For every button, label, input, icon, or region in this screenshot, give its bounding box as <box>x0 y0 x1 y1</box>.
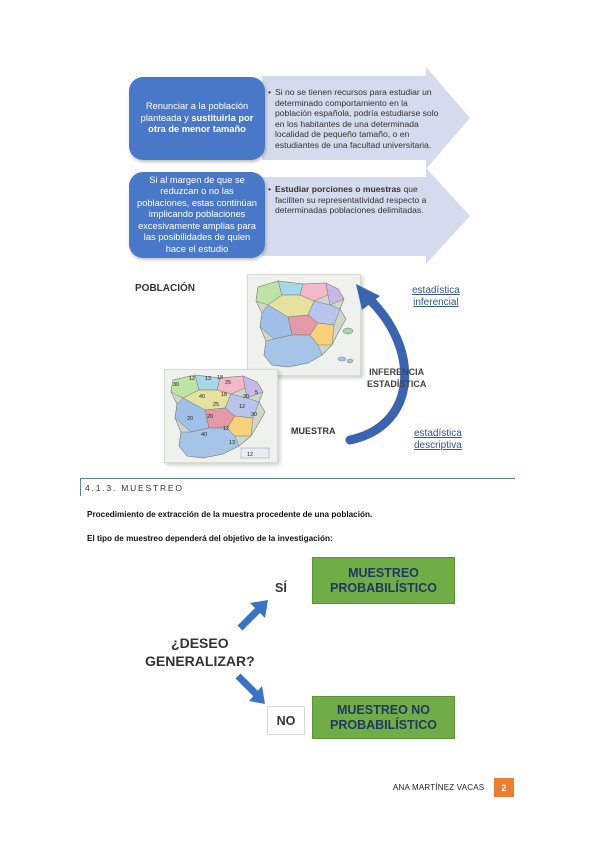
map-region-number: 12 <box>223 426 230 432</box>
bullet-icon: • <box>268 184 272 194</box>
row1-text: Si no se tienen recursos para estudiar u… <box>275 87 439 150</box>
population-map <box>247 274 361 376</box>
question-line1: ¿DESEO <box>171 635 229 651</box>
map-region-number: 18 <box>217 375 224 381</box>
inferencial-line2: inferencial <box>413 297 459 308</box>
yes-label: SÍ <box>275 581 287 595</box>
estadistica-descriptiva-link[interactable]: estadística descriptiva <box>414 428 462 452</box>
arrow-head-icon <box>356 284 380 310</box>
question-line2: GENERALIZAR? <box>145 653 255 669</box>
map-region-number: 25 <box>213 402 220 408</box>
muestreo-no-probabilistico-box: MUESTREO NO PROBABILÍSTICO <box>312 696 455 739</box>
map-region-number: 40 <box>199 394 206 400</box>
inferencia-line2: ESTADÍSTICA <box>367 379 427 389</box>
inferencial-line1: estadística <box>412 285 460 296</box>
paragraph-tipo-muestreo: El tipo de muestreo dependerá del objeti… <box>87 534 333 543</box>
map-region-number: 30 <box>243 394 250 400</box>
prob-line2: PROBABILÍSTICO <box>330 580 437 595</box>
chevron-arrow-1 <box>262 67 470 169</box>
chevron-arrows <box>262 67 470 264</box>
row2-description: • Estudiar porciones o muestras que faci… <box>268 184 445 216</box>
map-region-number: 20 <box>207 414 214 420</box>
spain-sample-map-icon <box>170 374 270 459</box>
estadistica-inferencial-link[interactable]: estadística inferencial <box>412 285 460 309</box>
no-label: NO <box>276 713 296 728</box>
map-region-number: 20 <box>187 416 194 422</box>
map-region-number: 13 <box>229 440 236 446</box>
paragraph-procedimiento: Procedimiento de extracción de la muestr… <box>87 510 373 519</box>
prob-line1: MUESTREO <box>348 565 419 580</box>
map-region-number: 12 <box>247 452 254 458</box>
page-number: 2 <box>494 778 514 797</box>
decision-arrows <box>235 600 268 704</box>
box-renunciar-text: Renunciar a la población planteada y <box>140 101 249 123</box>
arrow-up-right-icon <box>237 600 268 631</box>
no-box: NO <box>267 706 305 735</box>
poblacion-label: POBLACIÓN <box>135 283 195 294</box>
inferencia-label: INFERENCIA ESTADÍSTICA <box>367 366 426 390</box>
footer-author: ANA MARTÍNEZ VACAS <box>393 783 485 792</box>
row1-description: • Si no se tienen recursos para estudiar… <box>268 87 440 150</box>
arrow-down-right-icon <box>235 673 265 704</box>
curved-arrow-icon <box>345 291 410 445</box>
box-margen-text: Si al margen de que se reduzcan o no las… <box>137 174 257 254</box>
map-region-number: 30 <box>173 382 180 388</box>
section-title: 4.1.3. MUESTREO <box>85 483 184 493</box>
bullet-icon: • <box>268 87 272 97</box>
nonprob-line2: PROBABILÍSTICO <box>330 717 437 732</box>
map-region-number: 25 <box>225 380 232 386</box>
row2-text: que faciliten su representatividad respe… <box>275 184 427 215</box>
muestreo-probabilistico-box: MUESTREO PROBABILÍSTICO <box>312 557 455 604</box>
box-renunciar-bold: sustituirla por otra de menor tamaño <box>148 112 254 135</box>
box-renunciar: Renunciar a la población planteada y sus… <box>129 77 265 160</box>
nonprob-line1: MUESTREO NO <box>336 702 431 717</box>
map-region-number: 13 <box>205 376 212 382</box>
question-generalizar: ¿DESEO GENERALIZAR? <box>145 634 255 670</box>
map-region-number: 30 <box>251 412 258 418</box>
inference-arrow <box>345 284 410 445</box>
spain-map-icon <box>255 280 354 368</box>
row2-text-bold: Estudiar porciones o muestras <box>275 184 402 194</box>
map-region-number: 5 <box>255 390 259 396</box>
muestra-label: MUESTRA <box>291 426 336 436</box>
map-region-number: 18 <box>221 392 228 398</box>
section-divider-bar <box>80 478 81 496</box>
box-margen: Si al margen de que se reduzcan o no las… <box>129 172 265 258</box>
chevron-arrow-2 <box>262 168 470 264</box>
inferencia-line1: INFERENCIA <box>369 367 425 377</box>
descriptiva-line2: descriptiva <box>414 440 462 451</box>
map-region-number: 12 <box>239 404 246 410</box>
map-region-number: 40 <box>201 432 208 438</box>
descriptiva-line1: estadística <box>414 428 462 439</box>
section-divider <box>80 478 515 479</box>
map-region-number: 12 <box>189 376 196 382</box>
